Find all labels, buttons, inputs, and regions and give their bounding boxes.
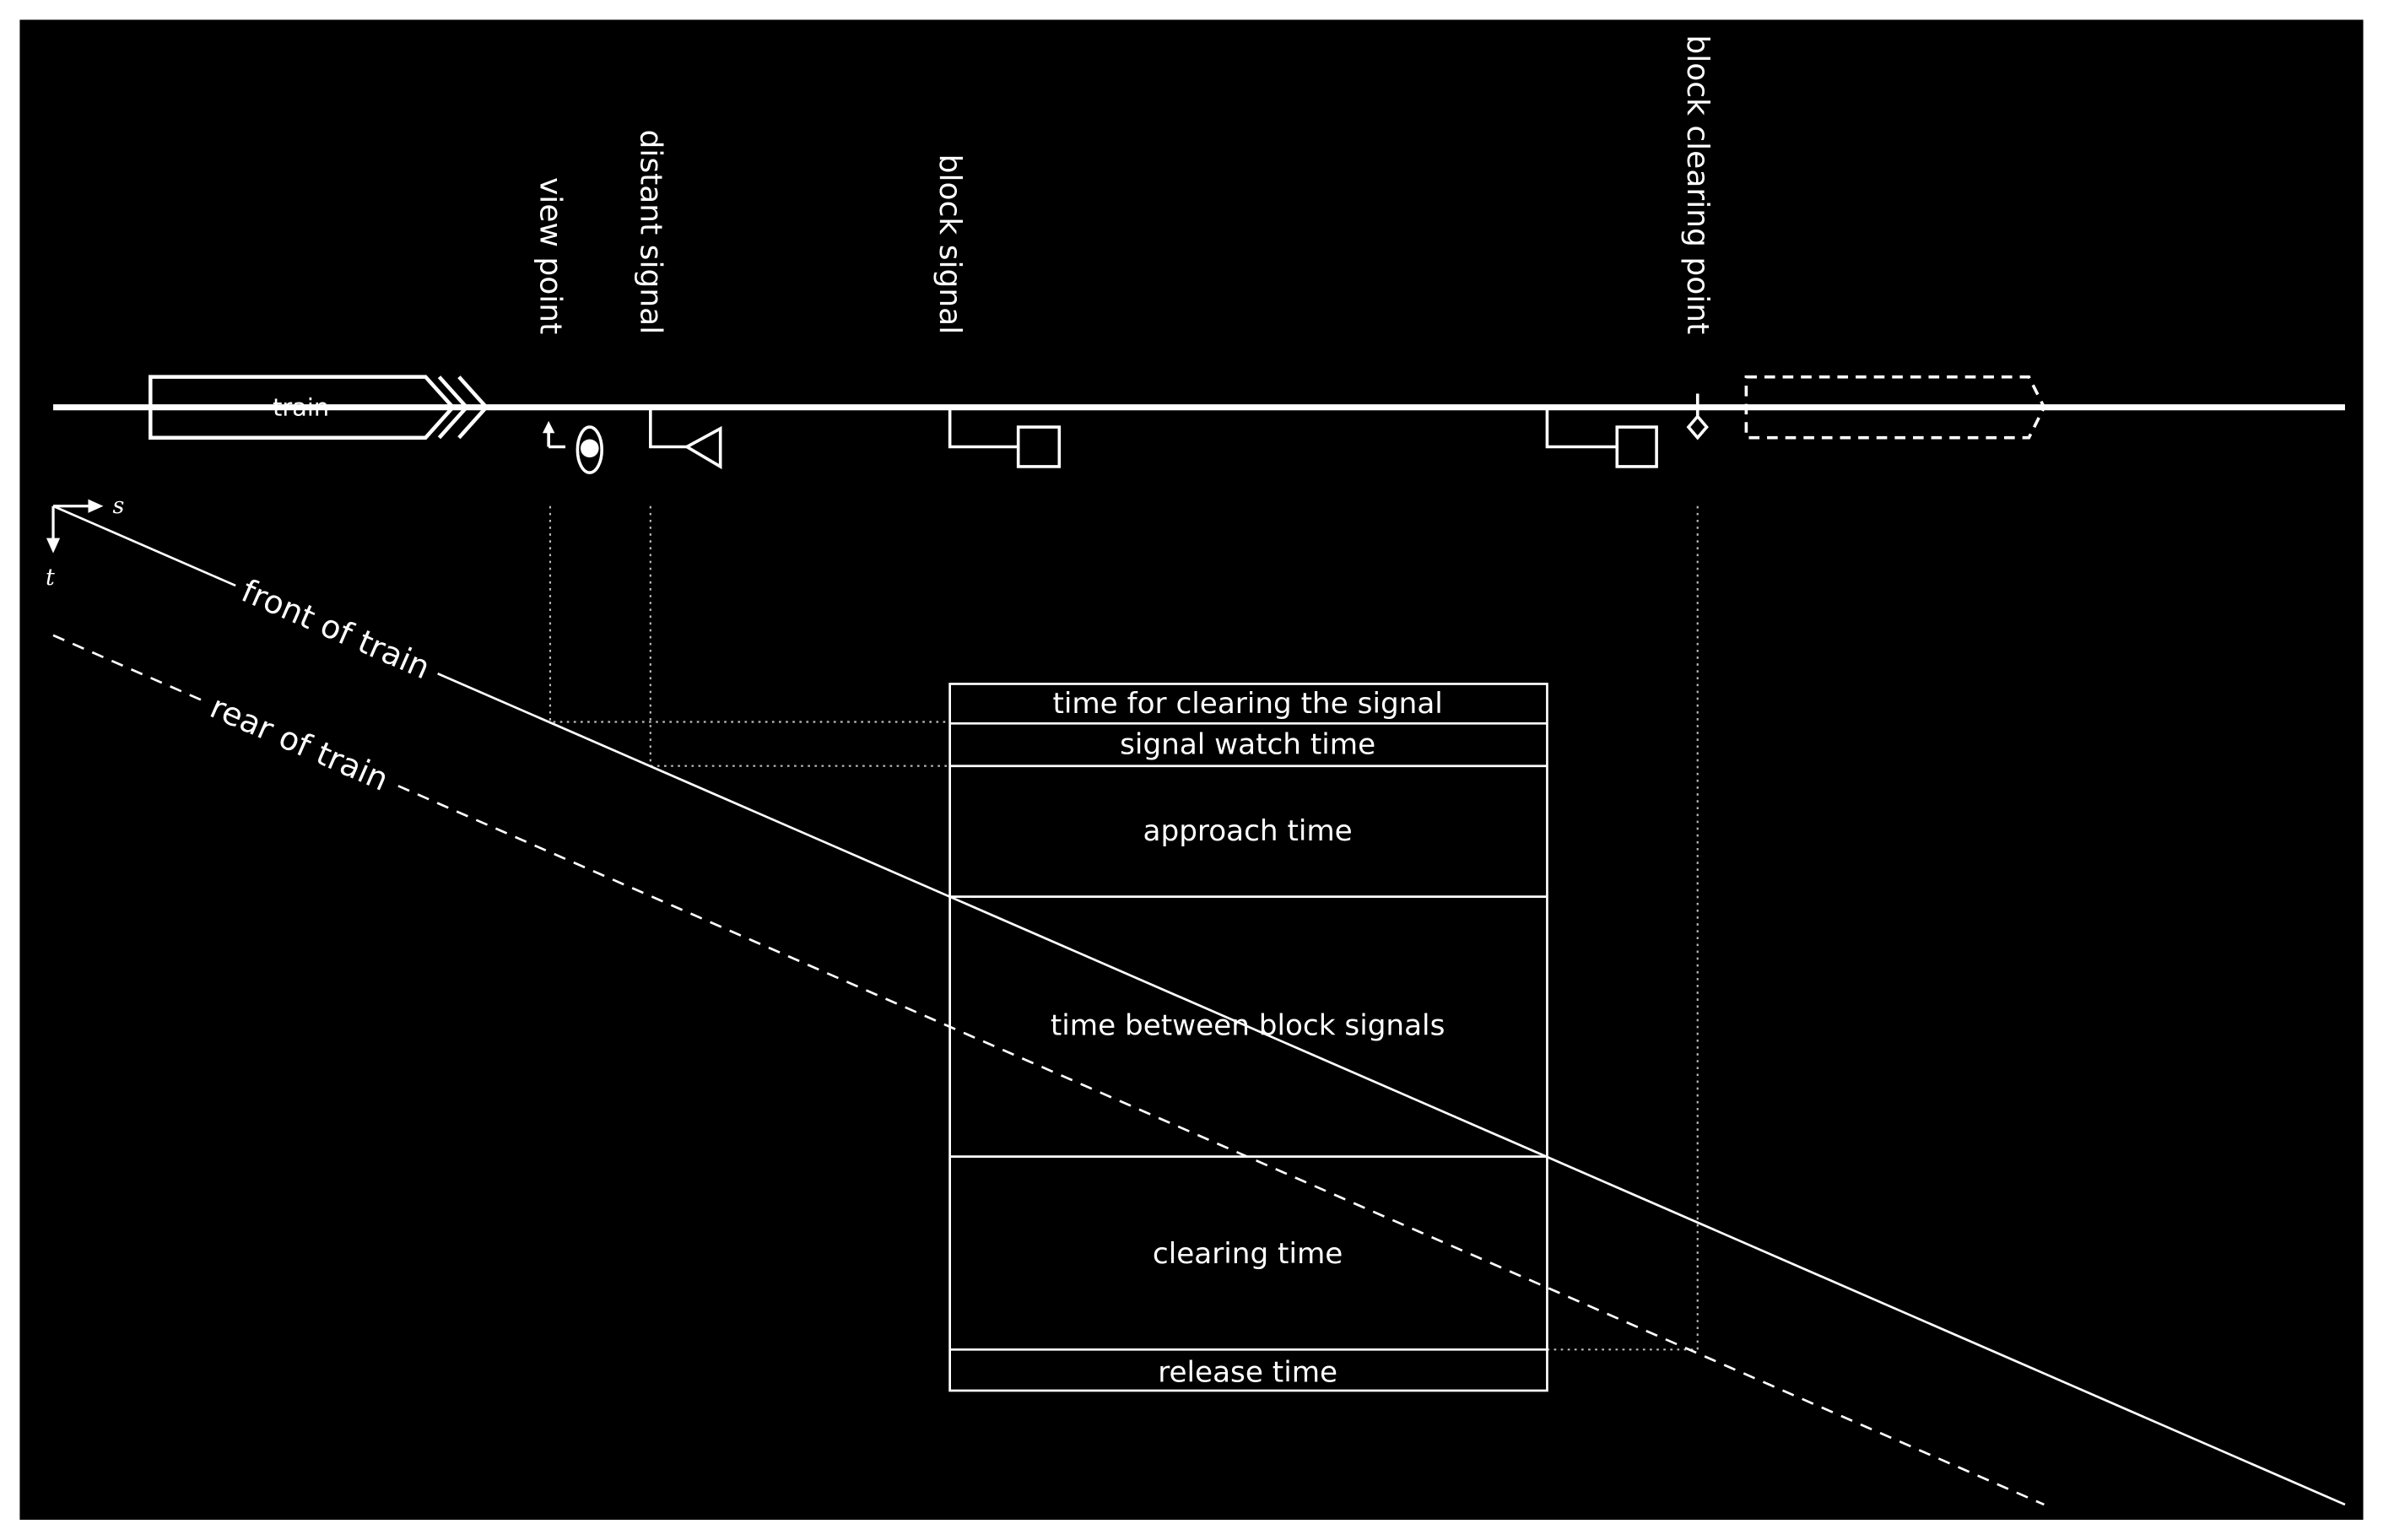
next-block-signal (1545, 407, 1658, 468)
diagram-background (19, 19, 2364, 1521)
block-signal-post (1545, 407, 1618, 449)
train-chevron-icon (437, 376, 469, 440)
s-axis-arrowhead (88, 499, 104, 513)
eye-pupil (580, 439, 599, 458)
row-time-for-clearing-the-signal: time for clearing the signal (1052, 687, 1442, 721)
future-train-outline (1744, 375, 2046, 440)
row-clearing-time: clearing time (1153, 1237, 1343, 1271)
block-signal-square-icon (1615, 425, 1658, 468)
train: train (149, 375, 489, 440)
train-label: train (273, 393, 329, 422)
distant-signal (649, 407, 722, 470)
row-release-time: release time (1158, 1355, 1337, 1389)
label-block-signal: block signal (932, 154, 967, 335)
row-signal-watch-time: signal watch time (1120, 728, 1375, 762)
block-clearing-point (1686, 393, 1709, 440)
clearing-point-diamond-icon (1686, 413, 1709, 440)
block-signal-post (948, 407, 1019, 449)
t-axis-arrowhead (46, 538, 61, 554)
clearing-point-guide (1547, 505, 1699, 1351)
distant-signal-triangle-icon (684, 425, 722, 470)
train-body (149, 375, 456, 440)
blocking-time-frame (948, 683, 1548, 1392)
label-view-point: view point (532, 177, 567, 334)
s-axis-label: s (113, 493, 125, 519)
axes: s t (46, 493, 124, 591)
distant-signal-post (649, 407, 688, 449)
block-signal (948, 407, 1062, 468)
front-line-segment (52, 505, 236, 587)
view-point-marker (542, 420, 604, 474)
label-distant-signal: distant signal (633, 129, 667, 334)
label-block-clearing-point: block clearing point (1680, 35, 1715, 334)
front-line-segment (437, 672, 2346, 1506)
row-time-between-block-signals: time between block signals (1051, 1009, 1445, 1043)
blocking-time-stack: time for clearing the signal signal watc… (948, 683, 1548, 1392)
up-arrow-head (542, 420, 555, 434)
block-signal-square-icon (1016, 425, 1062, 468)
rear-line-segment (397, 785, 2045, 1506)
rear-line-segment (52, 634, 206, 703)
train-chevron-icon (457, 376, 489, 440)
eye-icon (575, 425, 604, 474)
row-approach-time: approach time (1143, 814, 1353, 848)
t-axis-label: t (46, 565, 55, 591)
